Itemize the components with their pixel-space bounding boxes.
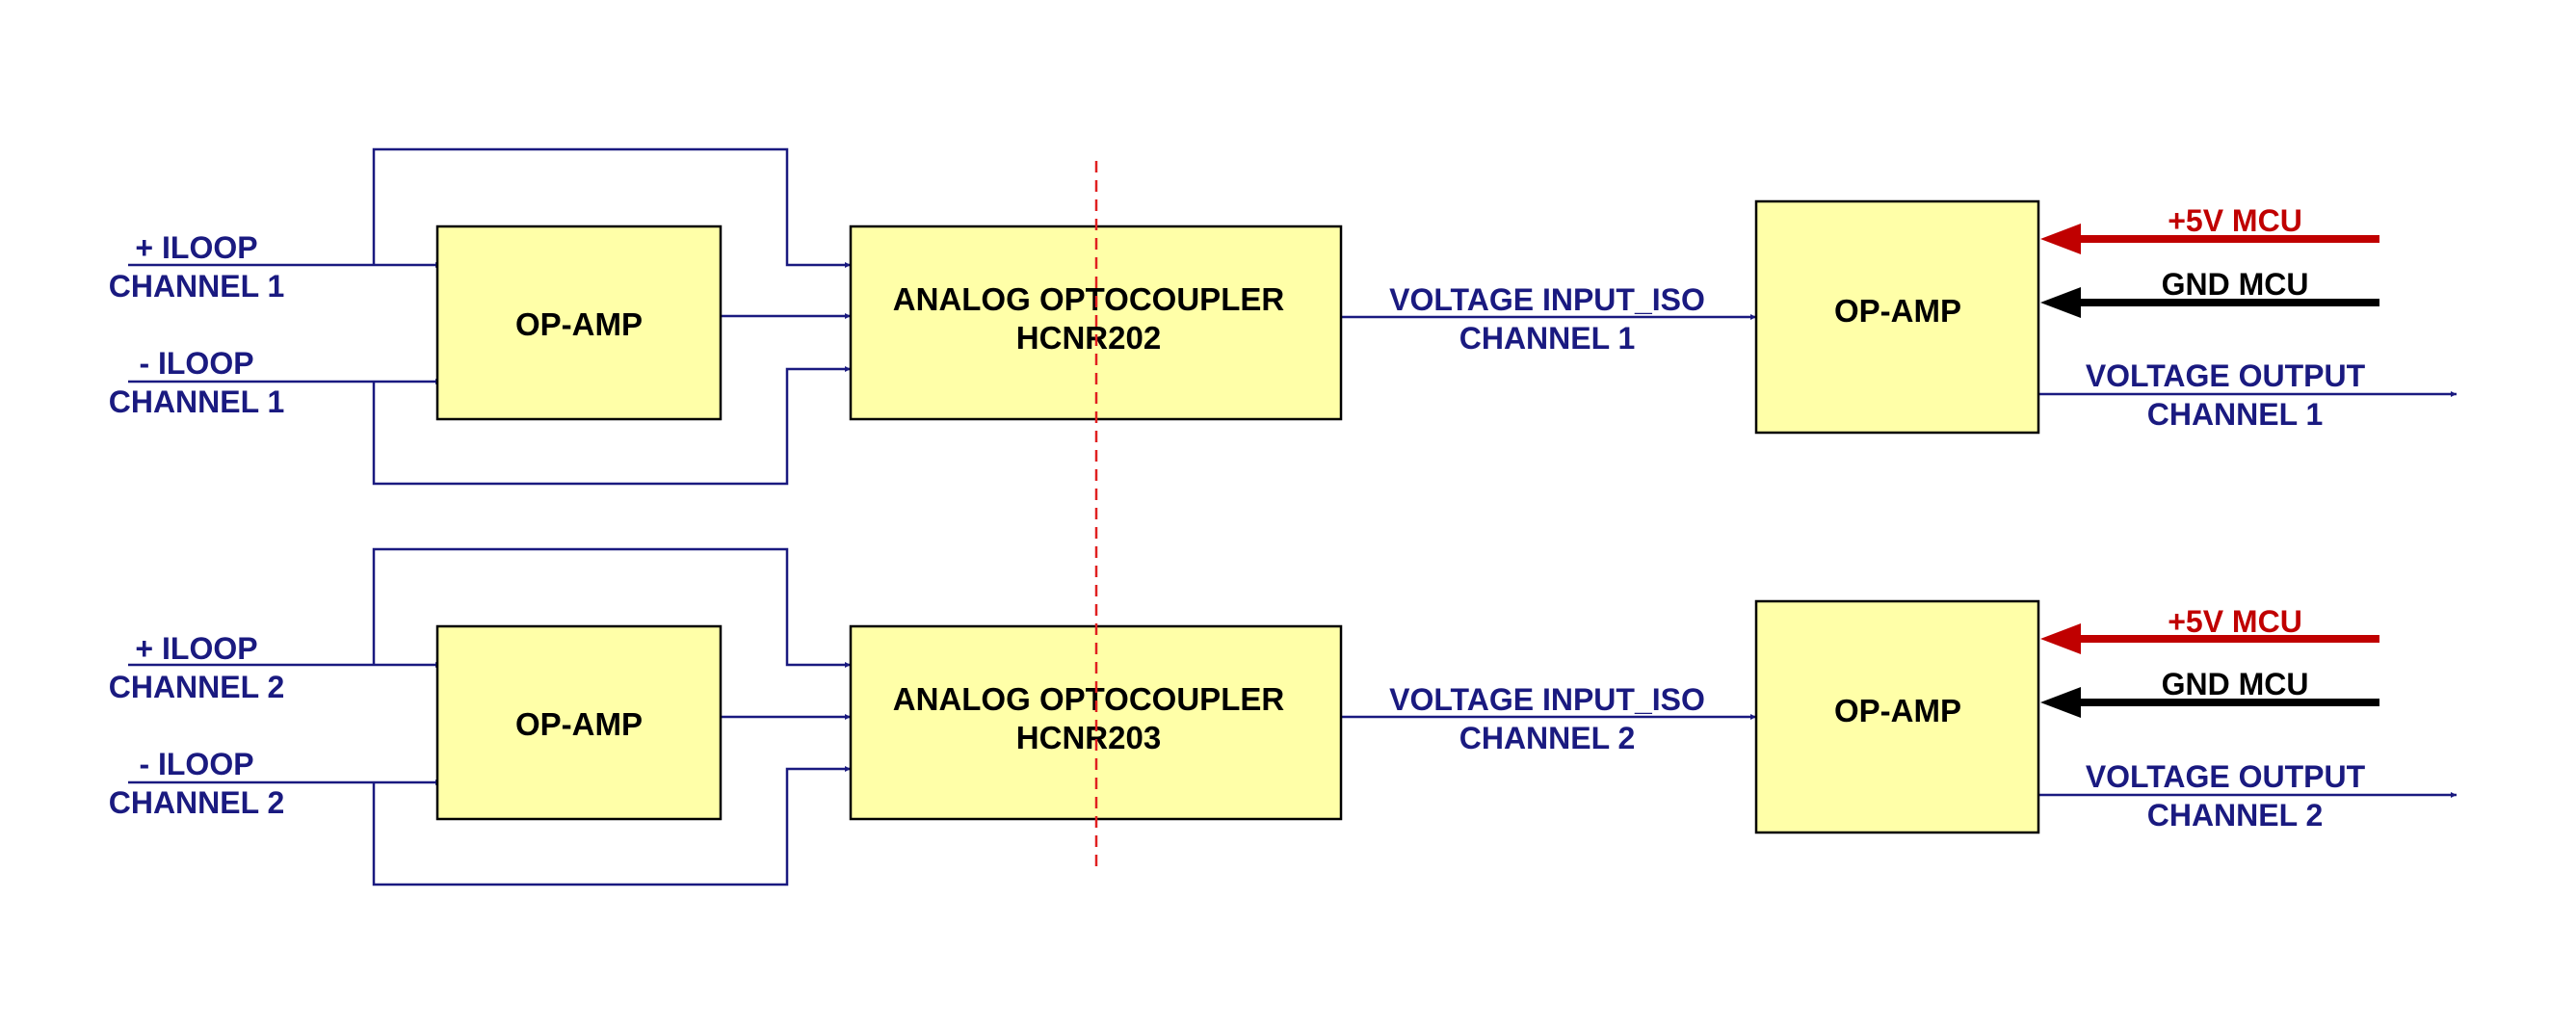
output-opamp-label: OP-AMP xyxy=(1834,693,1961,728)
voltage-output-channel-label: CHANNEL 1 xyxy=(2147,397,2324,432)
optocoupler-part-number: HCNR203 xyxy=(1016,720,1161,755)
channel-1-block: + ILOOP CHANNEL 1 - ILOOP CHANNEL 1 OP-A… xyxy=(109,147,2457,486)
plus-bypass-wire xyxy=(372,547,851,668)
plus-iloop-channel-label: CHANNEL 2 xyxy=(109,670,285,704)
optocoupler-part-number: HCNR202 xyxy=(1016,320,1161,356)
input-opamp-label: OP-AMP xyxy=(515,306,643,342)
ground-arrow-icon xyxy=(2040,287,2081,318)
input-opamp-label: OP-AMP xyxy=(515,706,643,742)
iso-signal-label: VOLTAGE INPUT_ISO xyxy=(1389,682,1705,717)
supply-arrow-icon xyxy=(2040,623,2081,654)
minus-iloop-label: - ILOOP xyxy=(139,346,253,381)
optocoupler-title: ANALOG OPTOCOUPLER xyxy=(893,281,1285,317)
ground-label: GND MCU xyxy=(2162,267,2309,302)
minus-iloop-channel-label: CHANNEL 1 xyxy=(109,384,285,419)
plus-iloop-channel-label: CHANNEL 1 xyxy=(109,269,285,304)
ground-label: GND MCU xyxy=(2162,667,2309,701)
channel-2-wires xyxy=(128,547,2457,886)
iso-signal-channel-label: CHANNEL 2 xyxy=(1459,721,1636,755)
ground-arrow-icon xyxy=(2040,687,2081,718)
voltage-output-label: VOLTAGE OUTPUT xyxy=(2086,759,2366,794)
voltage-output-label: VOLTAGE OUTPUT xyxy=(2086,358,2366,393)
plus-bypass-wire xyxy=(372,147,851,268)
plus-iloop-label: + ILOOP xyxy=(135,631,257,666)
iso-signal-label: VOLTAGE INPUT_ISO xyxy=(1389,282,1705,317)
output-opamp-label: OP-AMP xyxy=(1834,293,1961,329)
input-opamp-box xyxy=(435,624,723,821)
minus-bypass-wire xyxy=(372,366,851,486)
output-opamp-box xyxy=(1754,199,2040,435)
voltage-output-channel-label: CHANNEL 2 xyxy=(2147,798,2324,833)
supply-arrow-icon xyxy=(2040,224,2081,254)
iso-signal-channel-label: CHANNEL 1 xyxy=(1459,321,1636,356)
channel-1-wires xyxy=(128,147,2457,486)
supply-label: +5V MCU xyxy=(2168,203,2302,238)
optocoupler-title: ANALOG OPTOCOUPLER xyxy=(893,681,1285,717)
minus-iloop-label: - ILOOP xyxy=(139,747,253,781)
input-opamp-box xyxy=(435,225,723,421)
minus-iloop-channel-label: CHANNEL 2 xyxy=(109,785,285,820)
plus-iloop-label: + ILOOP xyxy=(135,230,257,265)
minus-bypass-wire xyxy=(372,766,851,886)
output-opamp-box xyxy=(1754,599,2040,834)
channel-2-block: + ILOOP CHANNEL 2 - ILOOP CHANNEL 2 OP-A… xyxy=(109,547,2457,886)
supply-label: +5V MCU xyxy=(2168,604,2302,639)
